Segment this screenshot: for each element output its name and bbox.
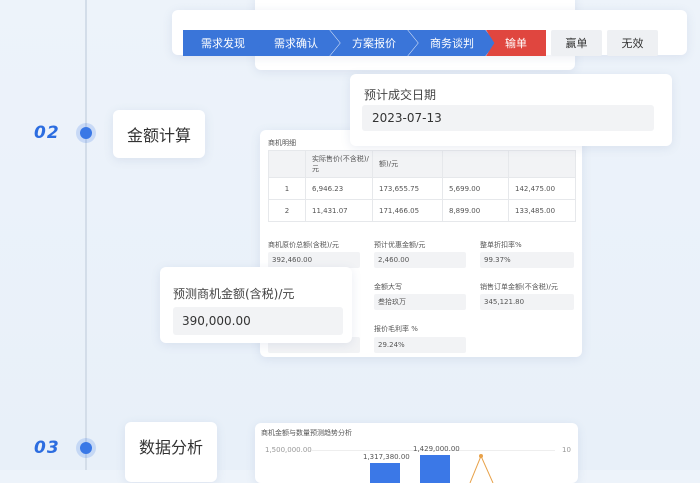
cell: 133,485.00 [508, 199, 576, 222]
cell: 1 [268, 177, 306, 200]
header-cell [268, 150, 306, 178]
chart-card: 商机金额与数量预测趋势分析 1,500,000.00 10 1,317,380.… [255, 423, 578, 483]
cell: 173,655.75 [372, 177, 443, 200]
field-label: 商机原价总额(含税)/元 [268, 241, 339, 249]
cell: 142,475.00 [508, 177, 576, 200]
field-label: 整单折扣率% [480, 241, 522, 249]
cell: 2 [268, 199, 306, 222]
y-axis-right-tick: 10 [562, 446, 571, 454]
invalid-button[interactable]: 无效 [607, 30, 658, 56]
cell: 171,466.05 [372, 199, 443, 222]
field-label: 销售订单金额(不含税)/元 [480, 283, 558, 291]
original-total-field[interactable]: 392,460.00 [268, 252, 360, 268]
y-axis-left-tick: 1,500,000.00 [265, 446, 312, 454]
amount-in-words-field[interactable]: 叁拾玖万 [374, 294, 466, 310]
cell: 11,431.07 [305, 199, 373, 222]
cell: 6,946.23 [305, 177, 373, 200]
stage-quotation[interactable]: 方案报价 [330, 30, 418, 56]
table-row: 2 11,431.07 171,466.05 8,899.00 133,485.… [268, 199, 576, 222]
table-row: 1 6,946.23 173,655.75 5,699.00 142,475.0… [268, 177, 576, 200]
detail-table: 实际售价(不含税)/元 额)/元 1 6,946.23 173,655.75 5… [268, 150, 576, 222]
field-label: 金额大写 [374, 283, 402, 291]
bar-label: 1,429,000.00 [413, 445, 460, 453]
detail-title: 商机明细 [268, 139, 296, 147]
stage-demand-confirm[interactable]: 需求确认 [252, 30, 340, 56]
header-cell: 实际售价(不含税)/元 [305, 150, 373, 178]
bar [370, 463, 400, 483]
field-label: 报价毛利率 % [374, 325, 418, 333]
stage-lost[interactable]: 输单 [486, 30, 546, 56]
sales-order-amount-field[interactable]: 345,121.80 [480, 294, 574, 310]
forecast-card: 预测商机金额(含税)/元 390,000.00 [160, 267, 352, 343]
timeline-line [85, 0, 87, 470]
header-cell [442, 150, 509, 178]
timeline-dot [80, 127, 92, 139]
forecast-label: 预测商机金额(含税)/元 [173, 287, 295, 301]
stage-demand-discovery[interactable]: 需求发现 [183, 30, 263, 56]
gridline [311, 450, 555, 451]
section-number: 02 [34, 123, 60, 143]
forecast-amount-input[interactable]: 390,000.00 [173, 307, 343, 335]
gross-margin-field[interactable]: 29.24% [374, 337, 466, 353]
expected-close-date-input[interactable]: 2023-07-13 [362, 105, 654, 131]
cell: 8,899.00 [442, 199, 509, 222]
trend-line [469, 454, 494, 483]
section-title: 数据分析 [125, 422, 217, 482]
won-button[interactable]: 赢单 [551, 30, 602, 56]
bar [420, 455, 450, 483]
bar-label: 1,317,380.00 [363, 453, 410, 461]
date-card: 预计成交日期 2023-07-13 [350, 74, 672, 146]
section-number: 03 [34, 438, 60, 458]
header-cell: 额)/元 [372, 150, 443, 178]
section-title: 金额计算 [113, 110, 205, 158]
stage-negotiation[interactable]: 商务谈判 [408, 30, 496, 56]
header-cell [508, 150, 576, 178]
timeline-dot [80, 442, 92, 454]
cell: 5,699.00 [442, 177, 509, 200]
chart-title: 商机金额与数量预测趋势分析 [261, 429, 352, 437]
line-point [479, 454, 483, 458]
discount-rate-field[interactable]: 99.37% [480, 252, 574, 268]
date-label: 预计成交日期 [364, 88, 437, 102]
discount-amount-field[interactable]: 2,460.00 [374, 252, 466, 268]
field-label: 预计优惠金额/元 [374, 241, 426, 249]
stage-bar: 需求发现 需求确认 方案报价 商务谈判 输单 赢单 无效 [172, 10, 687, 56]
table-header: 实际售价(不含税)/元 额)/元 [268, 150, 576, 178]
